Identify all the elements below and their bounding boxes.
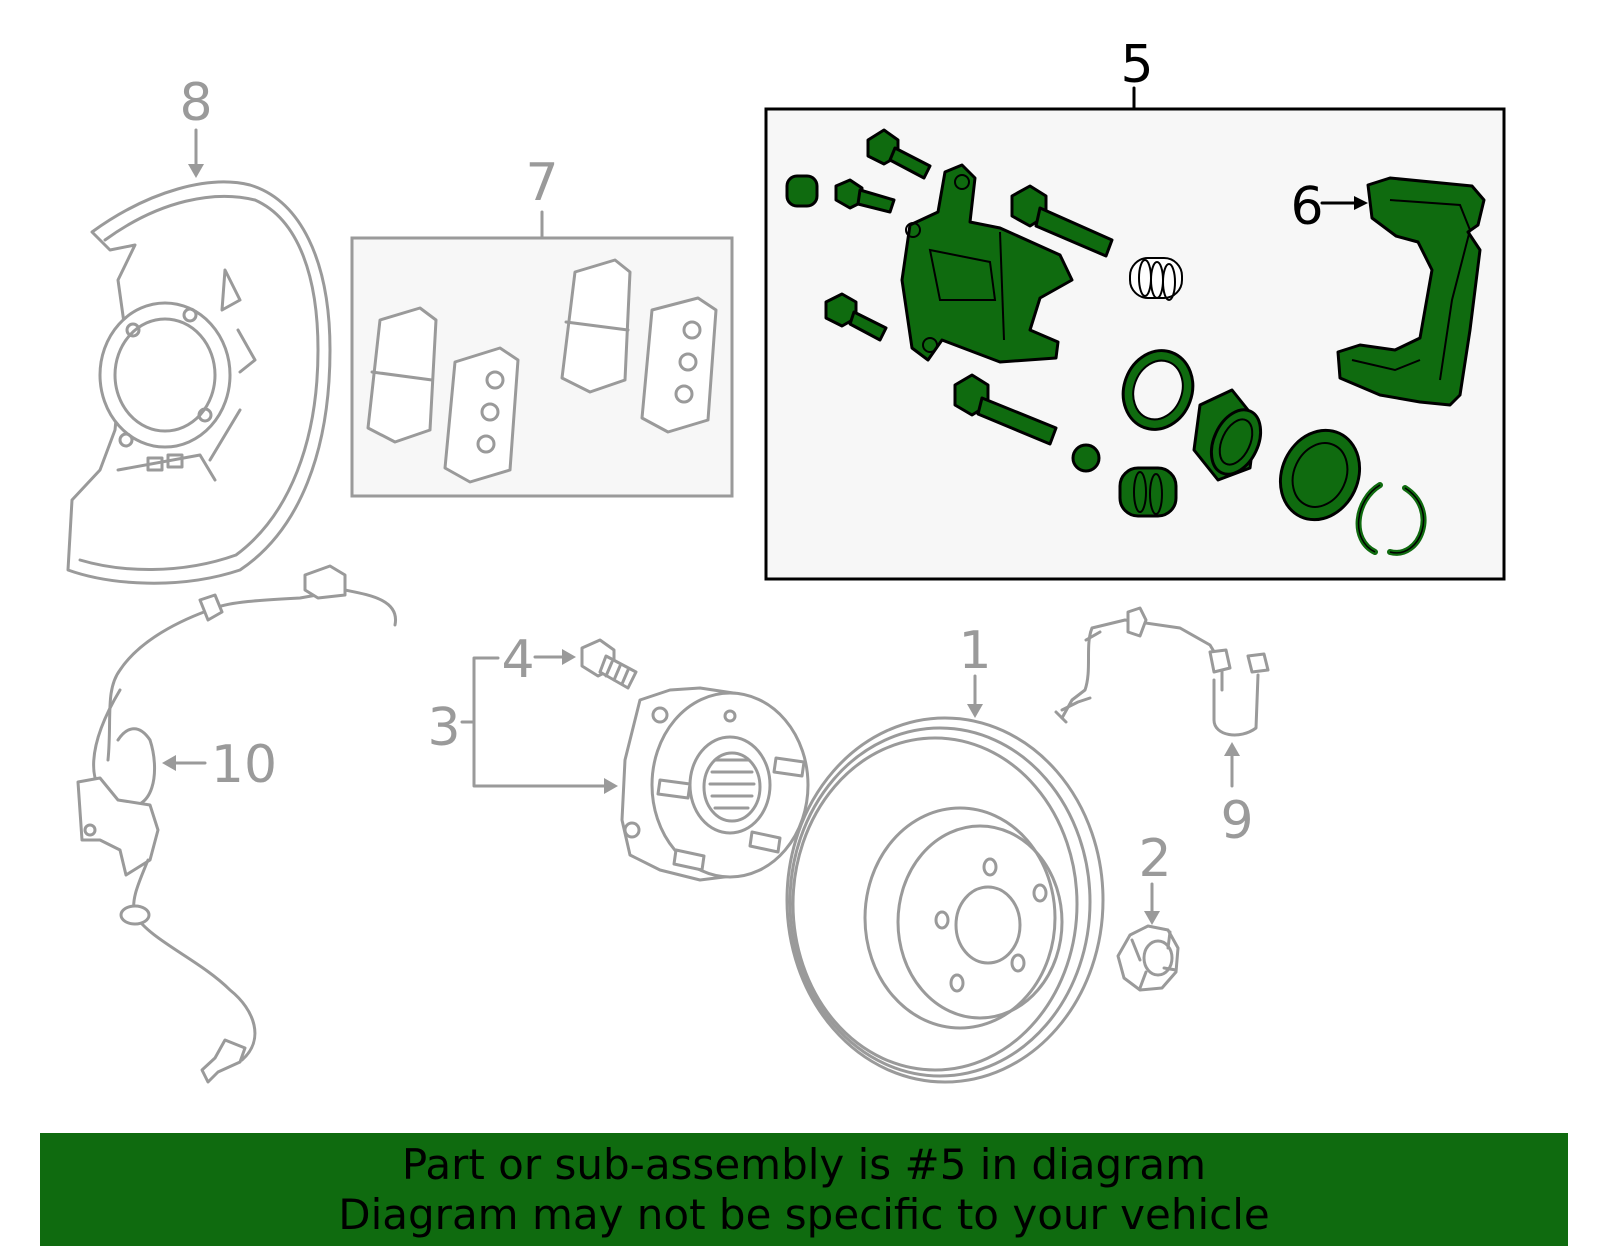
disclaimer-banner: Part or sub-assembly is #5 in diagram Di… <box>40 1133 1568 1246</box>
callout-6: 6 <box>1290 177 1323 237</box>
callout-2: 2 <box>1138 829 1171 889</box>
callout-8: 8 <box>179 73 212 133</box>
callout-3: 3 <box>427 698 460 758</box>
dust-shield-part <box>66 180 332 585</box>
hub-assembly-part <box>620 686 810 882</box>
callout-1: 1 <box>958 621 991 681</box>
brake-hose-part <box>1054 606 1270 737</box>
wheel-speed-sensor-part <box>76 564 397 1084</box>
hub-bolt-part <box>580 638 638 690</box>
callout-5: 5 <box>1120 35 1153 95</box>
banner-line-2: Diagram may not be specific to your vehi… <box>338 1189 1270 1239</box>
brake-rotor-part <box>785 716 1105 1084</box>
hub-nut-part <box>1116 924 1180 992</box>
callout-10: 10 <box>211 735 277 795</box>
brake-pads-part <box>366 258 718 484</box>
caliper-assembly-part <box>785 128 1427 556</box>
callout-4: 4 <box>501 630 534 690</box>
brake-parts-diagram: 8 7 5 <box>66 35 1506 1084</box>
banner-line-1: Part or sub-assembly is #5 in diagram <box>401 1139 1207 1189</box>
callout-9: 9 <box>1220 791 1253 851</box>
caliper-bracket-part <box>1336 176 1486 407</box>
callout-7: 7 <box>525 153 558 213</box>
